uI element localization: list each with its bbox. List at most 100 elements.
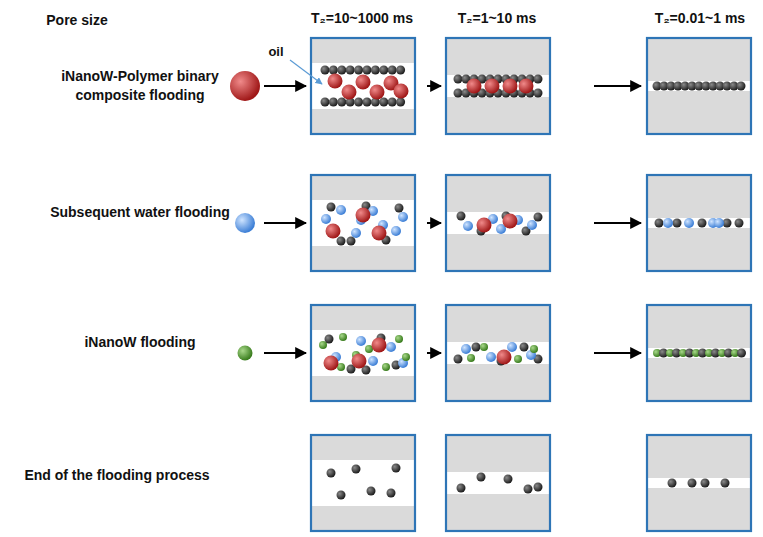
pore-channel — [648, 218, 750, 228]
flow-arrow — [264, 85, 306, 87]
particle — [363, 98, 372, 107]
particle — [467, 79, 482, 94]
particle — [534, 89, 543, 98]
particle — [402, 353, 410, 361]
particle — [329, 98, 338, 107]
rock-matrix — [647, 38, 751, 134]
particle — [735, 219, 744, 228]
pore-channel — [312, 200, 414, 246]
particle — [354, 98, 363, 107]
flow-arrow — [594, 85, 641, 87]
particle — [392, 464, 401, 473]
particle — [454, 75, 463, 84]
particle — [454, 89, 463, 98]
rock-matrix — [446, 38, 550, 134]
particle — [346, 66, 355, 75]
panel-border — [446, 305, 550, 401]
flow-arrow — [427, 352, 441, 354]
pore-panel — [647, 38, 751, 134]
particle — [663, 218, 673, 228]
pore-panel — [311, 305, 415, 401]
particle — [395, 335, 403, 343]
pore-panel — [446, 175, 550, 271]
column-header: Pore size — [12, 11, 142, 30]
particle — [321, 214, 331, 224]
pore-panel — [647, 305, 751, 401]
particle — [534, 213, 543, 222]
particle — [655, 219, 664, 228]
particle — [324, 356, 339, 371]
particle — [497, 350, 512, 365]
particle — [328, 74, 343, 89]
pore-channel — [447, 75, 549, 97]
particle — [368, 356, 378, 366]
flow-arrow — [264, 352, 306, 354]
panel-border — [311, 435, 415, 531]
particle — [457, 484, 466, 493]
particle — [534, 483, 543, 492]
pore-channel — [312, 460, 414, 506]
particle — [503, 214, 518, 229]
particle — [673, 219, 682, 228]
panel-border — [647, 305, 751, 401]
particle — [477, 218, 492, 233]
particle — [398, 212, 408, 222]
rock-matrix — [446, 175, 550, 271]
particle — [396, 66, 405, 75]
particle — [356, 208, 371, 223]
particle — [325, 335, 334, 344]
particle — [519, 79, 534, 94]
pore-channel — [447, 212, 549, 234]
particle — [668, 479, 677, 488]
particle — [363, 66, 372, 75]
particle — [688, 479, 697, 488]
pore-channel — [312, 330, 414, 376]
particle — [319, 341, 327, 349]
particle — [337, 98, 346, 107]
column-header: T₂=10~1000 ms — [287, 9, 437, 28]
row-label: iNanoW-Polymer binary composite flooding — [45, 67, 235, 105]
row-label: Subsequent water flooding — [25, 203, 255, 222]
panel-border — [446, 38, 550, 134]
particle — [351, 228, 361, 238]
pore-channel — [648, 348, 750, 358]
rock-matrix — [647, 435, 751, 531]
particle — [379, 66, 388, 75]
particle — [356, 75, 371, 90]
particle — [463, 221, 473, 231]
particle — [503, 79, 518, 94]
particle — [520, 343, 529, 352]
particle — [370, 85, 385, 100]
flow-arrow — [594, 222, 641, 224]
particle — [507, 342, 517, 352]
particle — [336, 205, 346, 215]
pore-panel — [647, 435, 751, 531]
particle — [321, 66, 330, 75]
particle — [356, 336, 366, 346]
particle — [387, 489, 396, 498]
particle — [337, 66, 346, 75]
particle — [514, 355, 522, 363]
panel-border — [311, 38, 415, 134]
particle — [379, 98, 388, 107]
particle — [486, 352, 496, 362]
particle — [714, 218, 724, 228]
flow-arrow — [427, 85, 441, 87]
row-label: iNanoW flooding — [45, 333, 235, 352]
flow-arrow — [594, 352, 641, 354]
panel-border — [311, 175, 415, 271]
pore-panel — [446, 435, 550, 531]
particle — [467, 354, 475, 362]
flow-arrow — [427, 222, 441, 224]
particle — [737, 349, 746, 358]
rock-matrix — [311, 175, 415, 271]
particle — [371, 66, 380, 75]
pore-channel — [447, 472, 549, 494]
particle — [388, 66, 397, 75]
rock-matrix — [647, 175, 751, 271]
pore-channel — [447, 342, 549, 364]
particle — [327, 469, 336, 478]
particle — [329, 66, 338, 75]
particle — [352, 465, 361, 474]
particle — [395, 204, 404, 213]
